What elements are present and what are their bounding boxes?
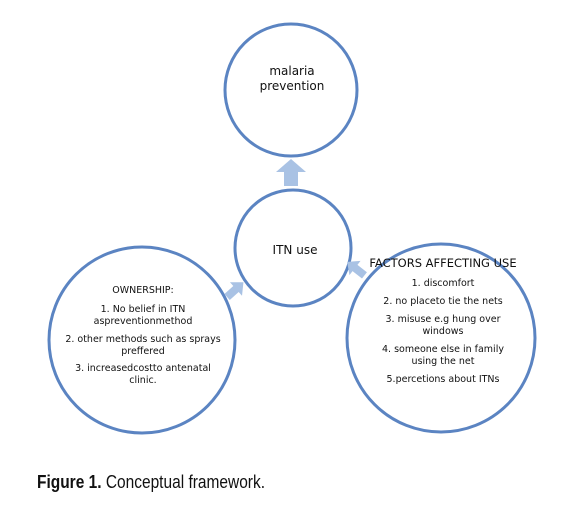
ownership-item-2: 2. other methods such as sprays preffere… — [65, 333, 221, 357]
malaria-prevention-label: malaria prevention — [232, 64, 352, 94]
ownership-block: OWNERSHIP: 1. No belief in ITN asprevent… — [62, 285, 224, 393]
factors-item-5: 5.percetions about ITNs — [386, 373, 500, 385]
figure-caption-label: Figure 1. — [37, 472, 102, 492]
ownership-title: OWNERSHIP: — [112, 285, 174, 296]
itn-use-label: ITN use — [272, 243, 318, 257]
factors-item-3: 3. misuse e.g hung over windows — [385, 314, 501, 337]
arrow-factors-to-itn-icon — [347, 260, 367, 279]
figure-caption: Figure 1. Conceptual framework. — [37, 472, 265, 493]
itn-use-circle — [233, 188, 353, 308]
figure-caption-text: Conceptual framework. — [105, 472, 266, 492]
factors-circle — [345, 242, 537, 434]
arrow-ownership-to-itn-icon — [224, 282, 244, 301]
ownership-item-3: 3. increasedcostto antenatal clinic. — [75, 363, 211, 387]
ownership-item-1: 1. No belief in ITN aspreventionmethod — [93, 303, 193, 327]
malaria-prevention-line-1: malaria — [269, 64, 315, 78]
malaria-prevention-line-2: prevention — [259, 79, 325, 93]
factors-item-4: 4. someone else in family using the net — [382, 343, 504, 367]
factors-title: FACTORS AFFECTING USE — [369, 256, 517, 270]
factors-item-2: 2. no placeto tie the nets — [383, 296, 503, 308]
factors-block: FACTORS AFFECTING USE 1. discomfort 2. n… — [368, 256, 518, 392]
malaria-prevention-circle — [223, 22, 359, 158]
ownership-circle — [47, 245, 237, 435]
factors-item-1: 1. discomfort — [411, 278, 475, 290]
arrow-up-icon — [276, 159, 306, 186]
